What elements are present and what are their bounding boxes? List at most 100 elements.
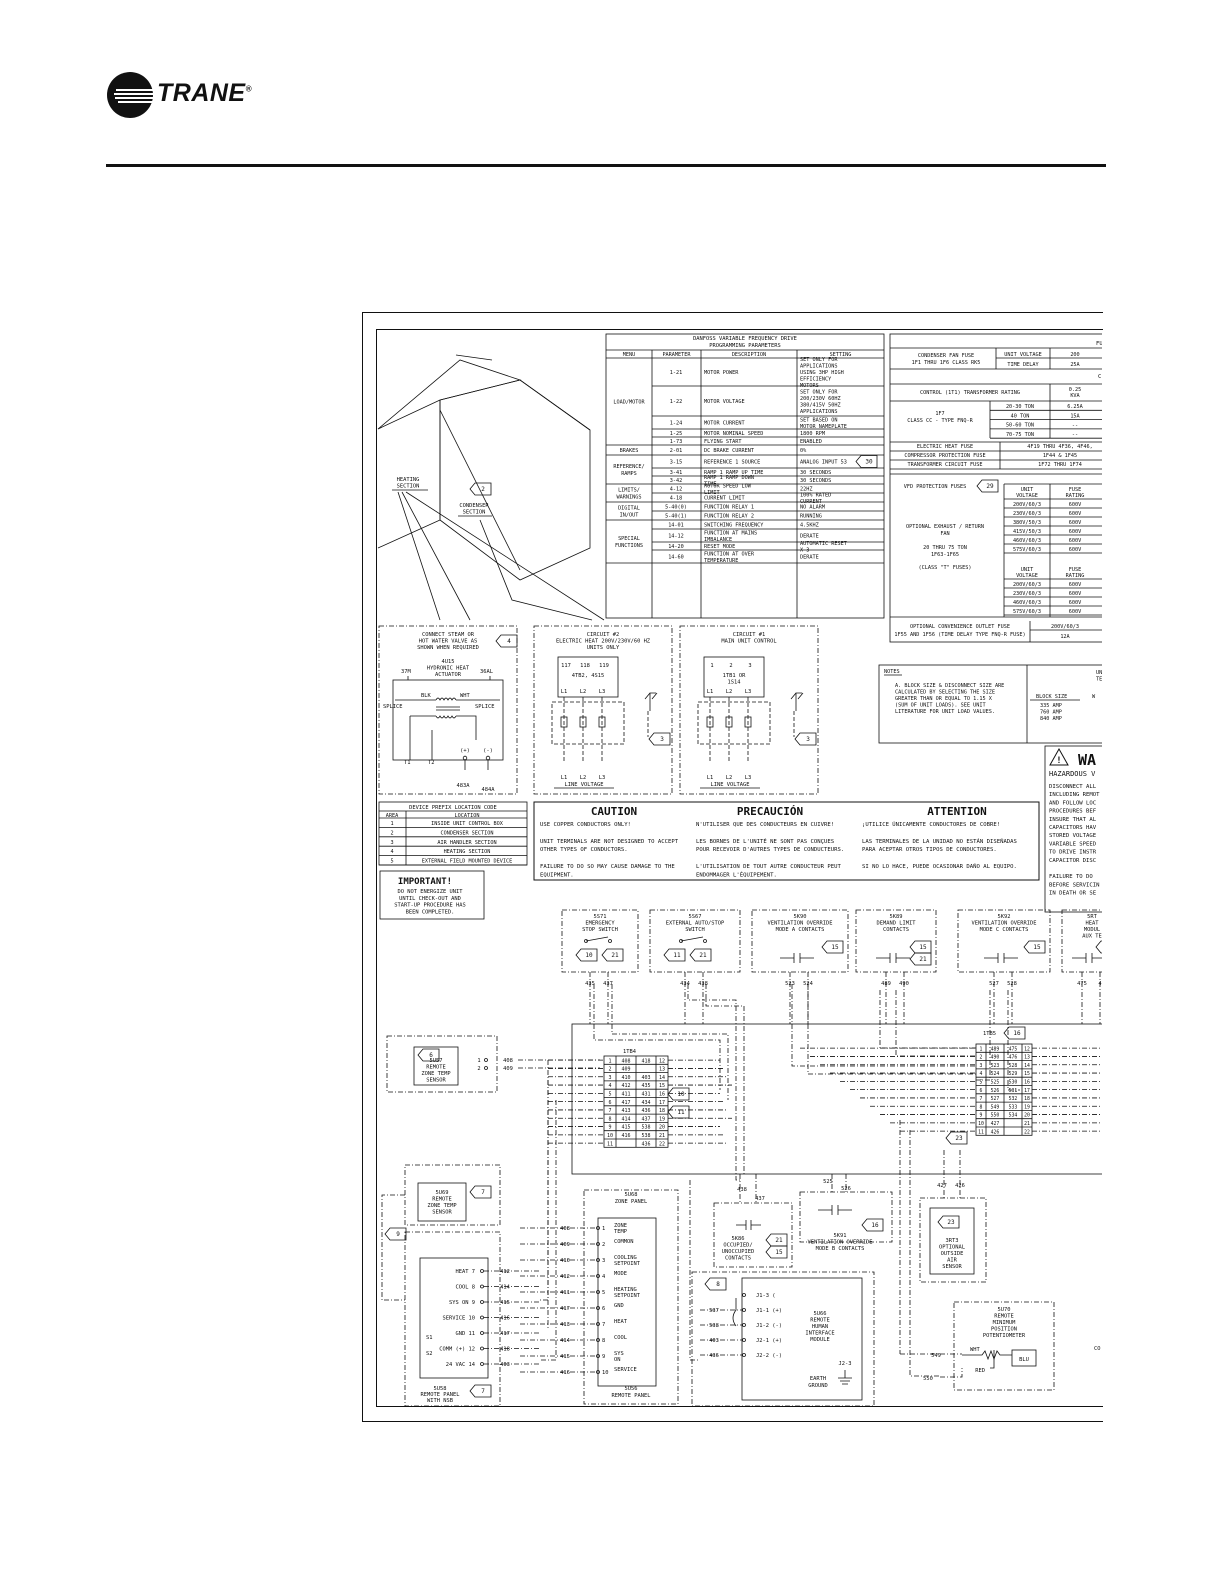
label: 411 xyxy=(560,1290,570,1296)
vfd-parameter: 2-01 xyxy=(670,448,683,454)
vfd-setting: 100% RATED xyxy=(800,492,831,498)
label: 37M xyxy=(401,669,411,675)
label: 16 xyxy=(1024,1080,1030,1086)
label: 417 xyxy=(560,1306,570,1312)
field-wiring-run xyxy=(689,1180,700,1361)
label: 5 xyxy=(390,859,393,865)
warning-title: WA xyxy=(1078,751,1096,769)
pin xyxy=(484,1058,488,1062)
vfd-description: FLYING START xyxy=(704,439,741,445)
reference-tag xyxy=(1095,940,1102,954)
label: COOL 8 xyxy=(456,1285,475,1291)
disconnect-box xyxy=(551,701,625,745)
label: SPLICE xyxy=(475,704,494,710)
label: 17 xyxy=(659,1100,665,1106)
label: 5U57 xyxy=(430,1058,443,1064)
label: 380V/50/3 xyxy=(1013,520,1041,526)
pin xyxy=(480,1269,484,1273)
label: 526 xyxy=(991,1088,1000,1094)
reference-tag xyxy=(765,1245,788,1259)
label: 5U68 xyxy=(625,1192,638,1198)
reference-tag-number: 16 xyxy=(1013,1030,1021,1037)
label: 4 xyxy=(608,1083,611,1089)
wire xyxy=(680,936,704,942)
label: OPTIONAL xyxy=(939,1245,965,1251)
label: EARTH xyxy=(810,1376,826,1382)
label: EQUIPMENT. xyxy=(540,872,574,878)
label: 200V/60/3 xyxy=(1051,624,1079,630)
vfd-setting: NO ALARM xyxy=(800,505,825,511)
label: ZONE TEMP xyxy=(421,1071,450,1077)
reference-tag-number: 7 xyxy=(481,1189,485,1196)
reference-tag xyxy=(663,948,686,962)
label: 531 xyxy=(1009,1088,1018,1094)
label: 9 xyxy=(608,1125,611,1131)
vfd-menu: LIMITS/ xyxy=(618,488,640,494)
label: 7 xyxy=(608,1108,611,1114)
label: 3 xyxy=(748,663,751,669)
label: 22 xyxy=(659,1141,665,1147)
reference-tag-number: 6 xyxy=(429,1052,433,1059)
label: USE COPPER CONDUCTORS ONLY! xyxy=(540,822,631,828)
label: WHT xyxy=(460,693,470,699)
label: 16 xyxy=(659,1092,665,1098)
label: TO DRIVE INSTR xyxy=(1049,850,1097,856)
vfd-parameter: 1-22 xyxy=(670,399,683,405)
reference-tag xyxy=(909,952,932,966)
wire xyxy=(831,1174,847,1192)
circuit-title: CIRCUIT #2 xyxy=(587,632,619,638)
zone-panel-box xyxy=(583,1189,679,1405)
earth-ground-symbol xyxy=(838,1370,852,1385)
reference-tag xyxy=(909,940,932,954)
pin xyxy=(596,1338,600,1342)
vfd-setting: APPLICATIONS xyxy=(800,409,837,415)
pin xyxy=(484,1066,488,1070)
control-box-outline xyxy=(571,1023,1102,1175)
pin xyxy=(742,1308,746,1312)
label: 412 xyxy=(500,1269,510,1275)
label: J2-2 (-) xyxy=(756,1353,782,1359)
fuse-symbol xyxy=(579,716,587,728)
fuse-symbol xyxy=(744,716,752,728)
tb5-label: 1TB5 xyxy=(983,1031,996,1037)
label: AREA xyxy=(386,813,399,819)
label: 414 xyxy=(560,1338,570,1344)
field-wiring-run xyxy=(909,1130,940,1377)
label: ¡UTILICE ÚNICAMENTE CONDUCTORES DE COBRE… xyxy=(862,821,1000,828)
vfd-setting: SET BASED ON xyxy=(800,417,837,423)
label: 4TB2, 4S15 xyxy=(572,673,604,679)
label: 200 xyxy=(1070,352,1079,358)
field-wiring-run xyxy=(791,984,976,1067)
label: 427 xyxy=(991,1121,1000,1127)
vfd-description: IMBALANCE xyxy=(704,537,732,543)
label: 230V/60/3 xyxy=(1013,591,1041,597)
reference-tag-number: 11 xyxy=(677,1109,685,1116)
switch-name: 5K90 xyxy=(794,914,807,920)
switch-name: EMERGENCY xyxy=(585,921,615,927)
label: ELECTRIC HEAT FUSE xyxy=(917,444,973,450)
label: 484A xyxy=(482,787,496,793)
reference-tag xyxy=(469,1185,492,1199)
label: 538 xyxy=(641,1133,650,1139)
label: START-UP PROCEDURE HAS xyxy=(394,903,465,909)
label: LINE VOLTAGE xyxy=(711,782,750,788)
label: 8 xyxy=(608,1116,611,1122)
field-wiring-run xyxy=(976,990,991,1081)
pin xyxy=(480,1300,484,1304)
label: BLK xyxy=(421,693,431,699)
label: CO xyxy=(1094,1346,1101,1352)
warning-triangle-icon xyxy=(1049,747,1069,766)
label: 36AL xyxy=(480,669,493,675)
reference-tag-number: 7 xyxy=(481,1388,485,1395)
label: 20 THRU 75 TON xyxy=(923,545,967,551)
switch-name: VENTILATION OVERRIDE xyxy=(768,921,833,927)
label: 600V xyxy=(1069,502,1082,508)
vfd-description: MOTOR SPEED LOW xyxy=(704,483,752,489)
field-switch-box xyxy=(1061,909,1102,973)
pin xyxy=(480,1362,484,1366)
remote-panel-nsb-box xyxy=(404,1231,501,1407)
contact-symbol xyxy=(1072,953,1102,963)
label: MODE B CONTACTS xyxy=(816,1246,865,1252)
switch-name: MODE A CONTACTS xyxy=(776,927,825,933)
contact-symbol xyxy=(780,953,814,963)
